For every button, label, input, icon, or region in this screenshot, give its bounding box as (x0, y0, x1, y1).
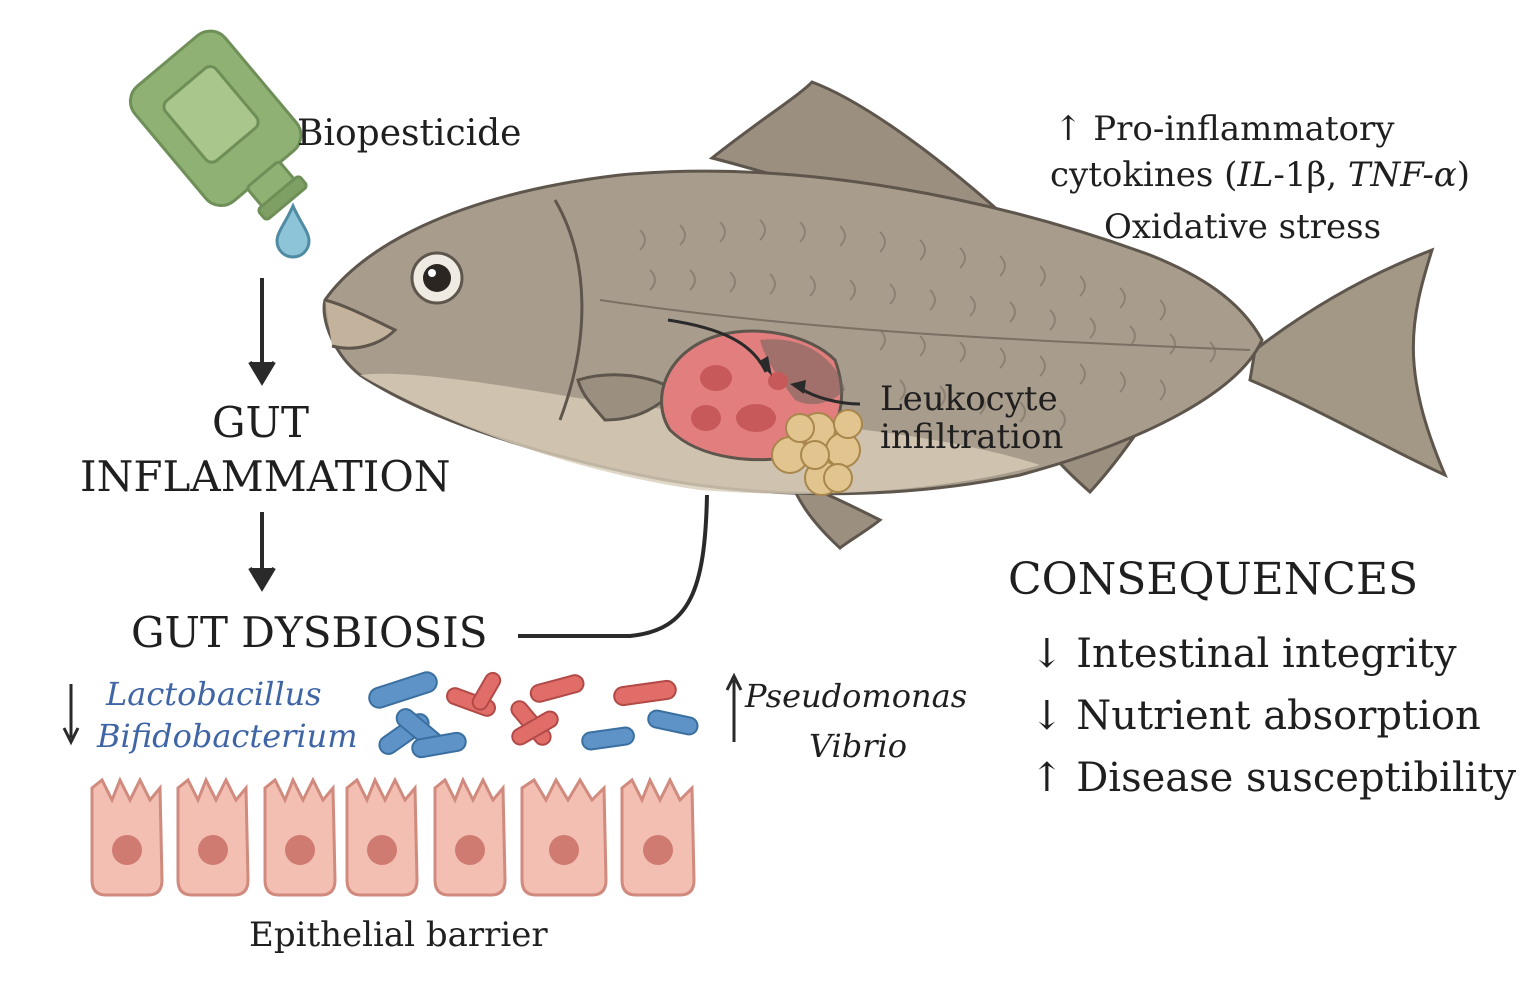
cell-nuclei (112, 835, 673, 865)
cytokines-text-a: cytokines ( (1050, 155, 1238, 195)
fish-gill-line (553, 199, 584, 421)
cytokines-text-c: ) (1456, 155, 1471, 195)
fish-mouth (324, 298, 398, 350)
beneficial-bacteria (368, 671, 699, 759)
increase-arrow-icon (725, 672, 743, 742)
consequences-title: CONSEQUENCES (1008, 554, 1419, 605)
epithelial-cells (90, 776, 696, 897)
pseudomonas-label: Pseudomonas (745, 677, 968, 715)
fish-pelvic-fin (787, 477, 883, 550)
arrow-to-inflammation (248, 278, 276, 386)
cytokines-il: IL (1237, 155, 1274, 195)
gut-inflammation-label-line2: INFLAMMATION (80, 452, 451, 501)
gut-lesions (691, 365, 788, 432)
dysbiosis-connector-line (518, 494, 709, 638)
biopesticide-bottle-icon (128, 29, 308, 221)
fish-eye (410, 251, 464, 305)
cytokines-text-b: -1β, (1273, 155, 1348, 195)
consequence-item-nutrient-absorption: ↓ Nutrient absorption (1030, 693, 1481, 739)
consequence-item-intestinal-integrity: ↓ Intestinal integrity (1030, 631, 1457, 677)
arrow-to-dysbiosis (248, 512, 276, 592)
fish-lateral-line (599, 299, 1251, 351)
leukocyte-cluster (771, 409, 863, 496)
biopesticide-label: Biopesticide (297, 113, 522, 154)
decrease-arrow-icon (62, 684, 80, 746)
fish-pectoral-fin (576, 373, 678, 422)
fish-illustration (322, 80, 1448, 550)
vibrio-label: Vibrio (809, 727, 908, 765)
leukocyte-label-line2: infiltration (880, 417, 1064, 457)
fish-scales (639, 219, 1216, 431)
epithelial-barrier-label: Epithelial barrier (249, 915, 548, 955)
gut-dysbiosis-label: GUT DYSBIOSIS (131, 608, 488, 657)
leukocyte-label-line1: Leukocyte (880, 379, 1058, 419)
pathogenic-bacteria (446, 671, 677, 746)
lactobacillus-label: Lactobacillus (106, 675, 322, 713)
oxidative-stress-label: Oxidative stress (1104, 207, 1382, 247)
water-drop-icon (275, 202, 311, 259)
consequence-item-disease-susceptibility: ↑ Disease susceptibility (1030, 755, 1517, 801)
cytokines-tnf: TNF-α (1347, 155, 1457, 195)
cytokines-label-line2: cytokines (IL-1β, TNF-α) (1050, 158, 1470, 192)
cytokines-label-line1: ↑ Pro-inflammatory (1054, 109, 1395, 149)
bifidobacterium-label: Bifidobacterium (97, 717, 358, 755)
gut-inflammation-label-line1: GUT (212, 398, 309, 447)
fish-tail-fin (1248, 247, 1448, 478)
gut-dark-region (760, 339, 845, 405)
